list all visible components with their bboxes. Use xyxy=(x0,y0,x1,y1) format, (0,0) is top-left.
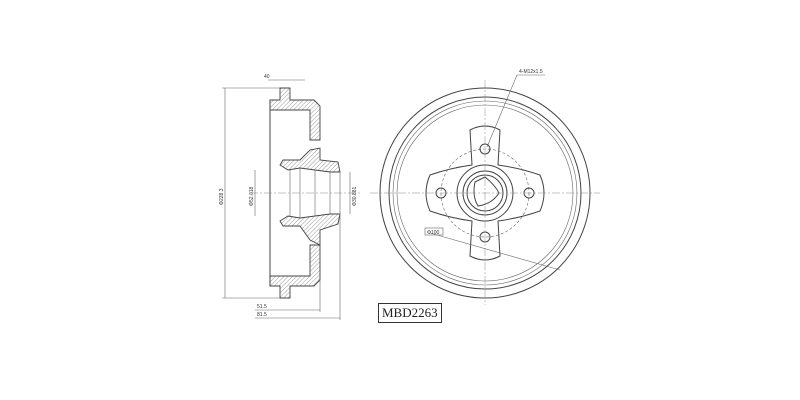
dim-bore-diameter: Φ52.018 xyxy=(249,186,255,206)
side-section-view: 40 Φ228.3 Φ52.018 Φ30.881 51.5 81.5 xyxy=(219,74,360,320)
bolt-spec-label: 4-M12x1.5 xyxy=(519,69,543,75)
dim-outer-diameter: Φ228.3 xyxy=(219,188,225,205)
front-view: 4-M12x1.5 Φ100 xyxy=(370,69,600,305)
dim-depth-total: 81.5 xyxy=(257,312,267,318)
pcd-label: Φ100 xyxy=(427,230,440,236)
dim-depth-inner: 51.5 xyxy=(257,304,267,310)
dim-hub-diameter: Φ30.881 xyxy=(352,186,358,206)
part-number-label: MBD2263 xyxy=(378,303,442,323)
dim-width-top: 40 xyxy=(264,74,270,80)
